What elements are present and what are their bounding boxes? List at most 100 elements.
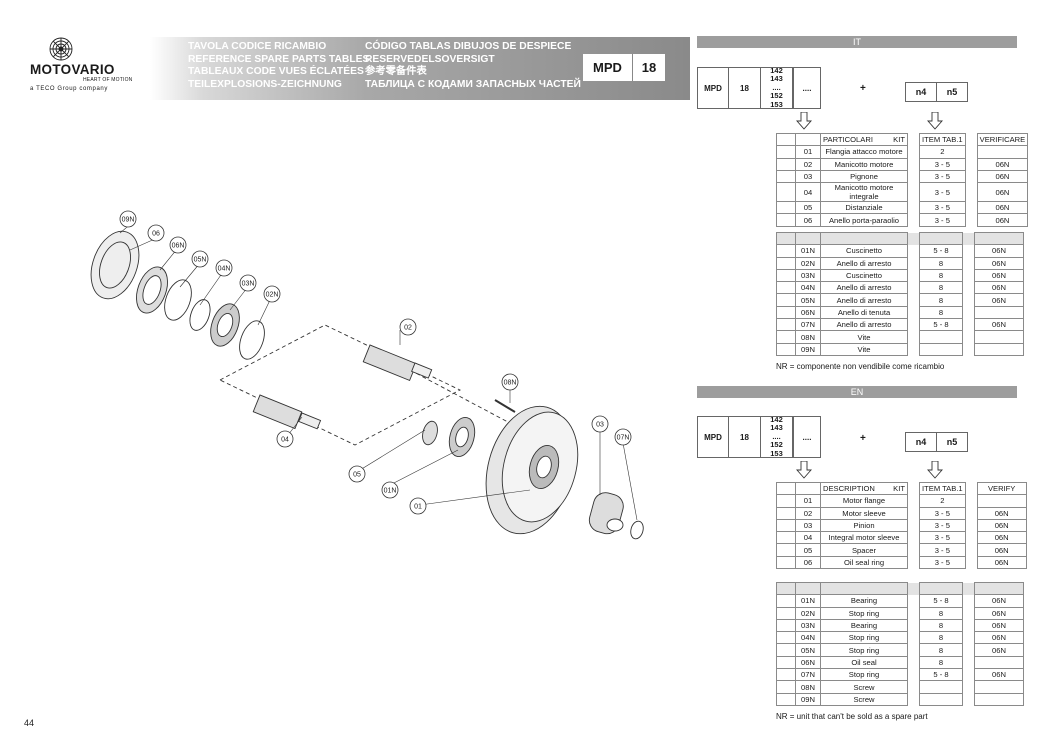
row-blank xyxy=(776,555,796,570)
item-ref: 8 xyxy=(919,268,963,283)
code-list: 142 143 .... 152 153 xyxy=(761,415,793,458)
svg-text:01: 01 xyxy=(414,504,422,511)
column-gap xyxy=(962,582,975,595)
verify-ref: 06N xyxy=(974,318,1024,332)
callout-06n: 06N xyxy=(169,236,187,254)
verify-ref: 06N xyxy=(974,281,1024,295)
kit-name: Cuscinetto xyxy=(820,244,908,258)
verify-ref: 06N xyxy=(974,643,1024,657)
part-name: Manicotto motore xyxy=(820,157,908,171)
verify-ref xyxy=(976,145,1029,159)
kit-name: Stop ring xyxy=(820,606,908,620)
column-gap xyxy=(908,532,920,544)
row-blank xyxy=(776,268,796,283)
column-gap xyxy=(962,232,975,245)
column-gap xyxy=(963,269,975,281)
svg-text:01N: 01N xyxy=(384,488,397,495)
row-blank xyxy=(776,643,796,657)
code-item: .... xyxy=(772,431,781,441)
column-gap xyxy=(908,306,920,318)
svg-text:07N: 07N xyxy=(617,435,630,442)
column-gap xyxy=(963,282,975,294)
kit-number: 05N xyxy=(795,643,821,657)
verify-ref xyxy=(974,655,1024,670)
section-bar-it: IT xyxy=(697,36,1017,48)
code-size: 18 xyxy=(729,67,761,109)
header-blank xyxy=(820,231,908,246)
verify-ref: 06N xyxy=(974,293,1024,307)
column-gap xyxy=(965,482,978,495)
row-blank xyxy=(776,668,796,682)
column-gap xyxy=(963,257,975,269)
item-ref: 8 xyxy=(919,281,963,295)
svg-text:04N: 04N xyxy=(218,266,231,273)
plus-sign: + xyxy=(860,433,866,444)
verify-ref: 06N xyxy=(976,506,1027,520)
svg-text:06N: 06N xyxy=(172,243,185,250)
kit-number: 09N xyxy=(795,342,821,356)
item-ref: 3 - 5 xyxy=(919,518,966,533)
part-name: Spacer xyxy=(820,543,908,557)
verify-ref: 06N xyxy=(976,555,1027,570)
part-02n-ring xyxy=(239,320,265,360)
callout-04n: 04N xyxy=(215,259,233,277)
code-item: 143 xyxy=(770,423,783,433)
down-arrow-icon xyxy=(796,112,812,130)
kit-name: Anello di tenuta xyxy=(820,305,908,320)
verify-ref: 06N xyxy=(976,157,1029,171)
item-ref: 5 - 8 xyxy=(919,318,963,332)
kit-number: 07N xyxy=(795,318,821,332)
column-gap xyxy=(963,343,975,355)
column-gap xyxy=(907,582,920,595)
page-number: 44 xyxy=(24,718,35,728)
column-gap xyxy=(908,669,920,681)
row-blank xyxy=(776,256,796,270)
column-gap xyxy=(908,146,920,158)
svg-text:03N: 03N xyxy=(242,281,255,288)
row-blank xyxy=(776,606,796,620)
row-blank xyxy=(776,692,796,706)
column-gap xyxy=(963,693,975,705)
kit-number: 08N xyxy=(795,330,821,344)
callout-06: 06 xyxy=(147,224,165,242)
header-verify: VERIFICARE xyxy=(976,132,1029,147)
header-blank xyxy=(776,481,796,496)
item-ref: 3 - 5 xyxy=(919,213,966,227)
callout-09n: 09N xyxy=(119,210,137,228)
callout-01: 01 xyxy=(409,497,427,515)
row-blank xyxy=(776,655,796,670)
banner-line: TABLEAUX CODE VUES ÉCLATÉES xyxy=(188,66,364,78)
column-gap xyxy=(963,319,975,331)
column-gap xyxy=(908,656,920,668)
column-gap xyxy=(965,146,977,158)
header-verify: VERIFY xyxy=(976,481,1027,496)
callout-08n: 08N xyxy=(501,373,519,391)
part-number: 04 xyxy=(795,182,821,203)
part-name: Pignone xyxy=(820,169,908,184)
part-number: 02 xyxy=(795,506,821,520)
verify-ref xyxy=(974,680,1024,694)
code-item: 153 xyxy=(770,99,783,109)
banner-line: ТАБЛИЦА С КОДАМИ ЗАПАСНЫХ ЧАСТЕЙ xyxy=(365,78,581,90)
column-gap xyxy=(908,681,920,693)
row-blank xyxy=(776,145,796,159)
callout-02: 02 xyxy=(399,318,417,336)
n-code-box-en: n4 n5 xyxy=(905,432,968,452)
column-gap xyxy=(908,170,920,182)
svg-text:05N: 05N xyxy=(194,257,207,264)
code-item: 143 xyxy=(770,74,783,84)
column-gap xyxy=(907,482,920,495)
column-gap xyxy=(908,595,920,607)
column-gap xyxy=(963,607,975,619)
item-ref xyxy=(919,680,963,694)
